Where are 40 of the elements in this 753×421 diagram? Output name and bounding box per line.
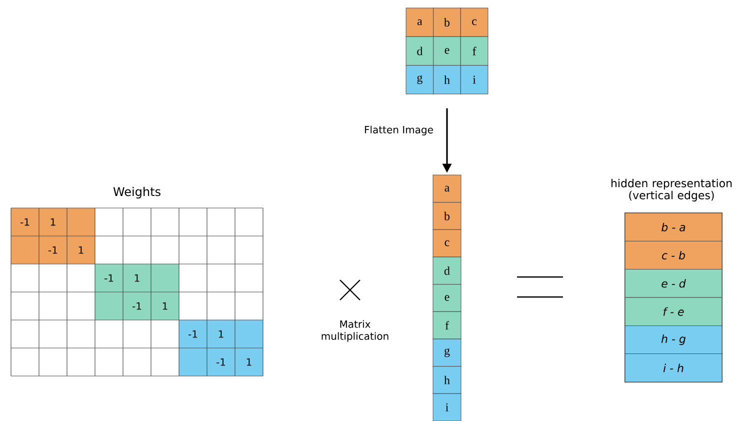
- cell: c: [460, 8, 488, 37]
- matrix-entry: 1: [78, 246, 84, 254]
- cell: h: [433, 65, 461, 94]
- matrix-entry: -1: [188, 330, 198, 338]
- matrix-entry: -1: [104, 274, 114, 282]
- cell: e: [433, 36, 461, 66]
- matrix-entry: -1: [48, 246, 58, 254]
- cell: c - b: [624, 240, 722, 270]
- matrix-entry: 1: [218, 330, 224, 338]
- matrix-entry: 1: [162, 302, 168, 310]
- cell: b - a: [624, 212, 722, 242]
- node-label: hidden representation (vertical edges): [611, 178, 732, 202]
- cell: b: [433, 8, 461, 37]
- cell: i: [460, 65, 488, 94]
- cell: b: [432, 202, 462, 230]
- cell: d: [406, 36, 434, 66]
- matrix-entry: -1: [216, 358, 226, 366]
- cell: h - g: [624, 325, 722, 354]
- cell: f - e: [624, 297, 722, 326]
- matrix-entry: 1: [134, 274, 140, 282]
- cell: d: [432, 256, 462, 285]
- cell: h: [432, 366, 462, 394]
- cell: g: [406, 65, 434, 94]
- matrix-entry: -1: [132, 302, 142, 310]
- cell: i - h: [624, 354, 722, 382]
- cell: c: [432, 229, 462, 258]
- cell: f: [460, 36, 488, 66]
- matrix-entry: 1: [50, 218, 56, 226]
- cell: f: [432, 311, 462, 340]
- cell: e - d: [624, 269, 722, 298]
- node-label: Weights: [113, 186, 160, 198]
- matrix-entry: -1: [20, 218, 30, 226]
- cell: a: [406, 8, 434, 37]
- text: Matrix multiplication: [322, 320, 388, 342]
- matrix-entry: 1: [246, 358, 252, 366]
- cell: i: [432, 393, 462, 421]
- cell: e: [432, 284, 462, 312]
- edge-label: Flatten Image: [364, 126, 433, 136]
- cell: g: [432, 338, 462, 367]
- cell: a: [432, 174, 462, 203]
